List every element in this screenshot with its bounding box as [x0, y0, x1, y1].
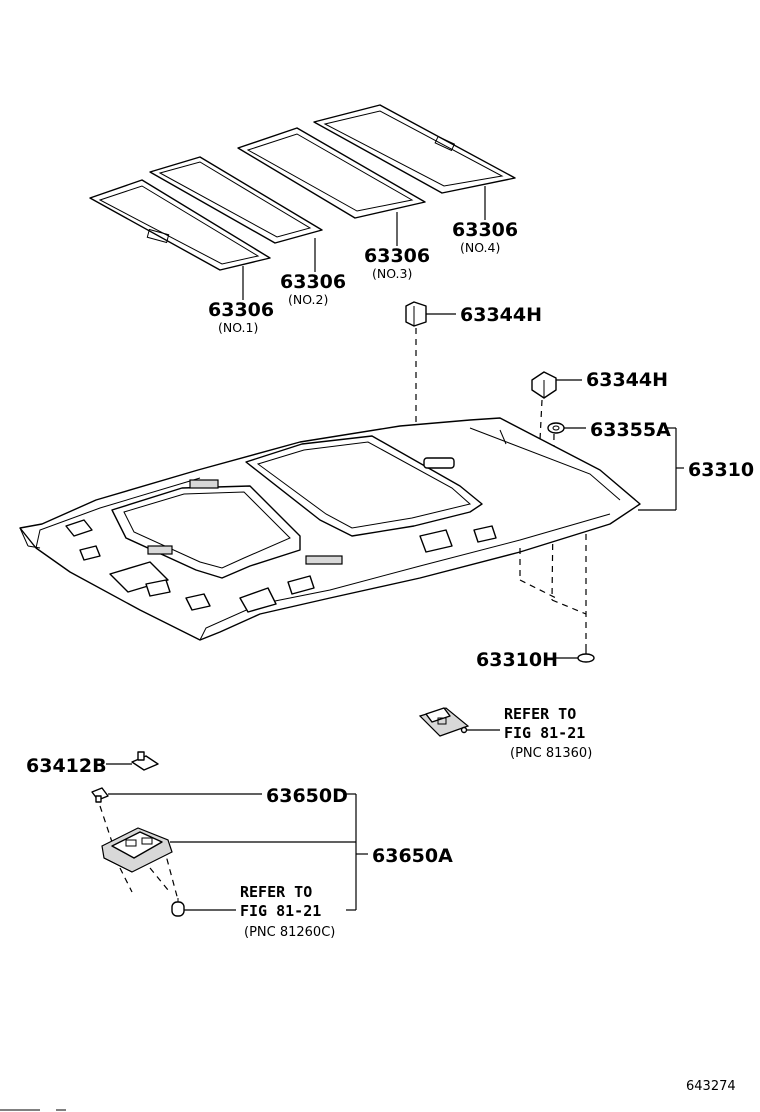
- lamp-bulb-drawing: [171, 898, 185, 917]
- label-63306-no3-sub: (NO.3): [372, 266, 412, 281]
- ref-lower-line1: REFER TO: [240, 883, 312, 901]
- ref-upper-line2: FIG 81-21: [504, 724, 585, 742]
- ref-lower-line2: FIG 81-21: [240, 902, 321, 920]
- sunshade-no4-drawing: [313, 104, 516, 194]
- label-63306-no3: 63306: [364, 245, 430, 267]
- nut-63355a-drawing: [547, 422, 565, 434]
- label-63306-no2-sub: (NO.2): [288, 292, 328, 307]
- label-63306-no2: 63306: [280, 271, 346, 293]
- ref-upper-line3: (PNC 81360): [510, 746, 592, 761]
- clip-63344h-right-drawing: [531, 371, 557, 399]
- bracket-63412b-drawing: [131, 751, 159, 771]
- lamp-clip-63650d-drawing: [91, 787, 109, 803]
- sunshade-no2-drawing: [149, 156, 323, 244]
- headliner-drawing: [19, 417, 641, 641]
- label-63306-no1-sub: (NO.1): [218, 320, 258, 335]
- overhead-module-drawing: [418, 707, 470, 737]
- sunshade-no1-drawing: [89, 179, 271, 271]
- label-63344h-top: 63344H: [460, 304, 542, 326]
- sunshade-no3-drawing: [237, 127, 426, 219]
- map-lamp-63650a-drawing: [101, 827, 173, 873]
- label-63310: 63310: [688, 459, 754, 481]
- ref-upper-line1: REFER TO: [504, 705, 576, 723]
- screw-63310h-drawing: [577, 648, 595, 663]
- label-63650a: 63650A: [372, 845, 453, 867]
- label-63412b: 63412B: [26, 755, 107, 777]
- ref-lower-line3: (PNC 81260C): [244, 925, 335, 940]
- label-63344h-right: 63344H: [586, 369, 668, 391]
- clip-63344h-top-drawing: [405, 301, 427, 327]
- label-63306-no1: 63306: [208, 299, 274, 321]
- label-63306-no4-sub: (NO.4): [460, 240, 500, 255]
- figure-number: 643274: [686, 1079, 736, 1094]
- label-63310h: 63310H: [476, 649, 558, 671]
- label-63355a: 63355A: [590, 419, 671, 441]
- label-63306-no4: 63306: [452, 219, 518, 241]
- label-63650d: 63650D: [266, 785, 348, 807]
